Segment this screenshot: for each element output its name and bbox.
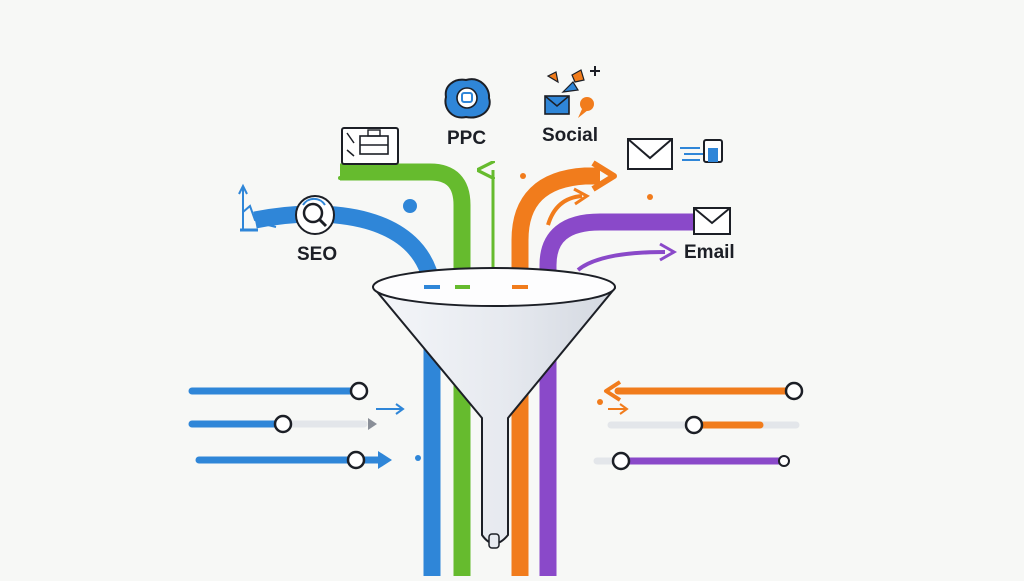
stream-social bbox=[511, 160, 617, 576]
slider-knob bbox=[273, 414, 293, 434]
slider-knob bbox=[346, 450, 366, 470]
slider-right-2[interactable] bbox=[607, 415, 800, 435]
slider-left-3[interactable] bbox=[195, 450, 392, 470]
battery-icon bbox=[680, 139, 723, 163]
slider-knob bbox=[349, 381, 369, 401]
stream-seo bbox=[240, 205, 441, 576]
stream-email bbox=[539, 213, 695, 576]
envelope-icon bbox=[627, 138, 673, 170]
slider-left-1[interactable] bbox=[188, 381, 369, 401]
label-ppc: PPC bbox=[447, 128, 487, 149]
slider-knob bbox=[684, 415, 704, 435]
slider-right-1[interactable] bbox=[604, 380, 804, 402]
cursor-badge-icon bbox=[444, 78, 491, 119]
envelope-icon bbox=[693, 207, 731, 235]
trend-icon bbox=[238, 183, 277, 230]
label-seo: SEO bbox=[297, 244, 338, 265]
slider-left-2[interactable] bbox=[188, 414, 377, 434]
dashboard-icon bbox=[341, 127, 399, 165]
slider-knob bbox=[784, 381, 804, 401]
slider-knob bbox=[611, 451, 631, 471]
slider-end-dot bbox=[778, 455, 790, 467]
arrow-right-icon bbox=[376, 403, 405, 415]
label-email: Email bbox=[684, 242, 735, 263]
arrow-right-icon bbox=[608, 403, 629, 415]
funnel bbox=[372, 267, 616, 549]
slider-right-3[interactable] bbox=[593, 451, 790, 471]
magnifier-icon bbox=[295, 195, 335, 235]
social-shapes-icon bbox=[544, 66, 600, 118]
label-social: Social bbox=[542, 125, 598, 146]
